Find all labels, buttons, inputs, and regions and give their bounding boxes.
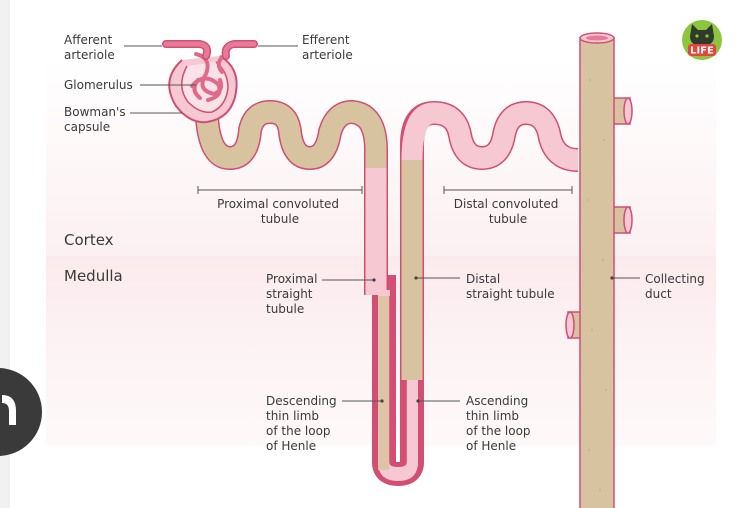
collecting-duct <box>565 32 633 508</box>
distal-straight-label: Distal straight tubule <box>466 272 555 301</box>
loop-of-henle <box>376 296 420 483</box>
distal-convoluted-label: Distal convoluted tubule <box>454 197 563 226</box>
afferent-arteriole-label: Afferent arteriole <box>64 33 116 62</box>
overlay-icon <box>2 395 16 425</box>
glomerulus-label: Glomerulus <box>64 78 133 92</box>
life-logo[interactable]: LIFE <box>682 20 722 60</box>
afferent-arteriole <box>162 40 212 60</box>
medulla-label: Medulla <box>64 267 123 285</box>
leader-lines <box>124 45 640 402</box>
left-edge-bar <box>0 0 10 508</box>
leader-dots <box>372 276 614 403</box>
efferent-arteriole <box>221 40 258 60</box>
bowmans-capsule-label: Bowman's capsule <box>64 105 129 134</box>
ascending-limb-label: Ascending thin limb of the loop of Henle <box>466 394 534 453</box>
cortex-label: Cortex <box>64 231 114 249</box>
cat-icon <box>690 24 714 46</box>
proximal-convoluted-label: Proximal convoluted tubule <box>217 197 343 226</box>
floating-overlay-button[interactable] <box>0 368 42 456</box>
logo-text: LIFE <box>690 46 714 57</box>
collecting-duct-label: Collecting duct <box>645 272 708 301</box>
descending-limb-label: Descending thin limb of the loop of Henl… <box>266 394 340 453</box>
proximal-straight-label: Proximal straight tubule <box>266 272 321 316</box>
efferent-arteriole-label: Efferent arteriole <box>302 33 353 62</box>
